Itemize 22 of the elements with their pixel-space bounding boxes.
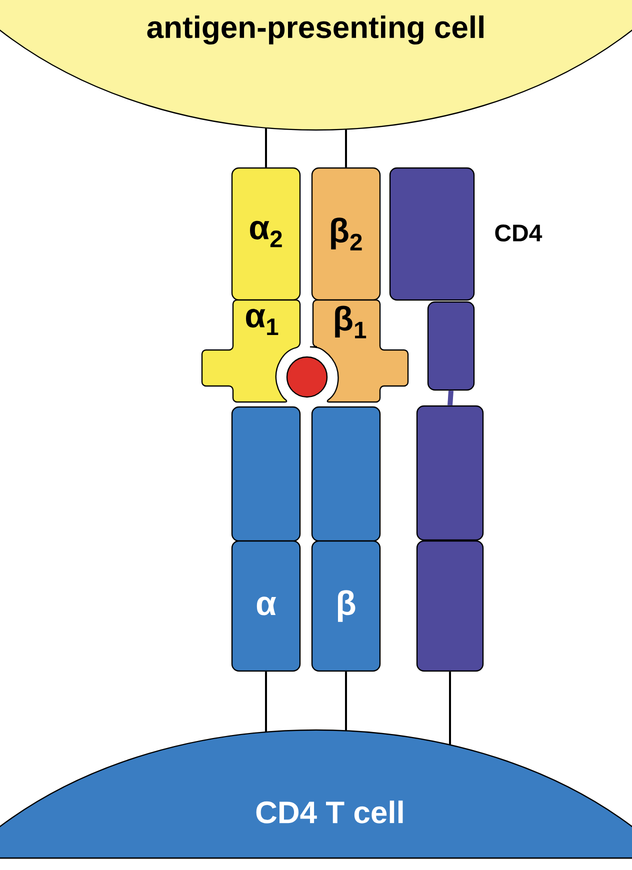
domain-box — [427, 301, 475, 391]
domain-box — [416, 540, 484, 672]
domain-box: α$_{1}$ — [201, 299, 301, 403]
domain-box: α$_{2}$ — [231, 167, 301, 301]
domain-box: β$_{2}$ — [311, 167, 381, 301]
domain-box — [416, 405, 484, 541]
stalk-line — [345, 129, 347, 168]
cell-drawing: CD4 T cell — [0, 729, 632, 859]
stalk-line — [265, 672, 267, 732]
domain-box: β$_{1}$ — [309, 299, 409, 403]
stalk-line — [448, 390, 454, 406]
peptide-circle — [286, 356, 328, 398]
domain-box — [389, 167, 475, 301]
domain-box: α — [231, 540, 301, 672]
stalk-line — [449, 672, 451, 745]
stalk-line — [265, 128, 267, 168]
domain-box — [231, 406, 301, 542]
domain-box: β — [311, 540, 381, 672]
domain-box — [311, 406, 381, 542]
domain-label: CD4 — [495, 224, 542, 242]
cell-drawing: antigen-presenting cell — [0, 0, 632, 131]
stalk-line — [345, 672, 347, 731]
